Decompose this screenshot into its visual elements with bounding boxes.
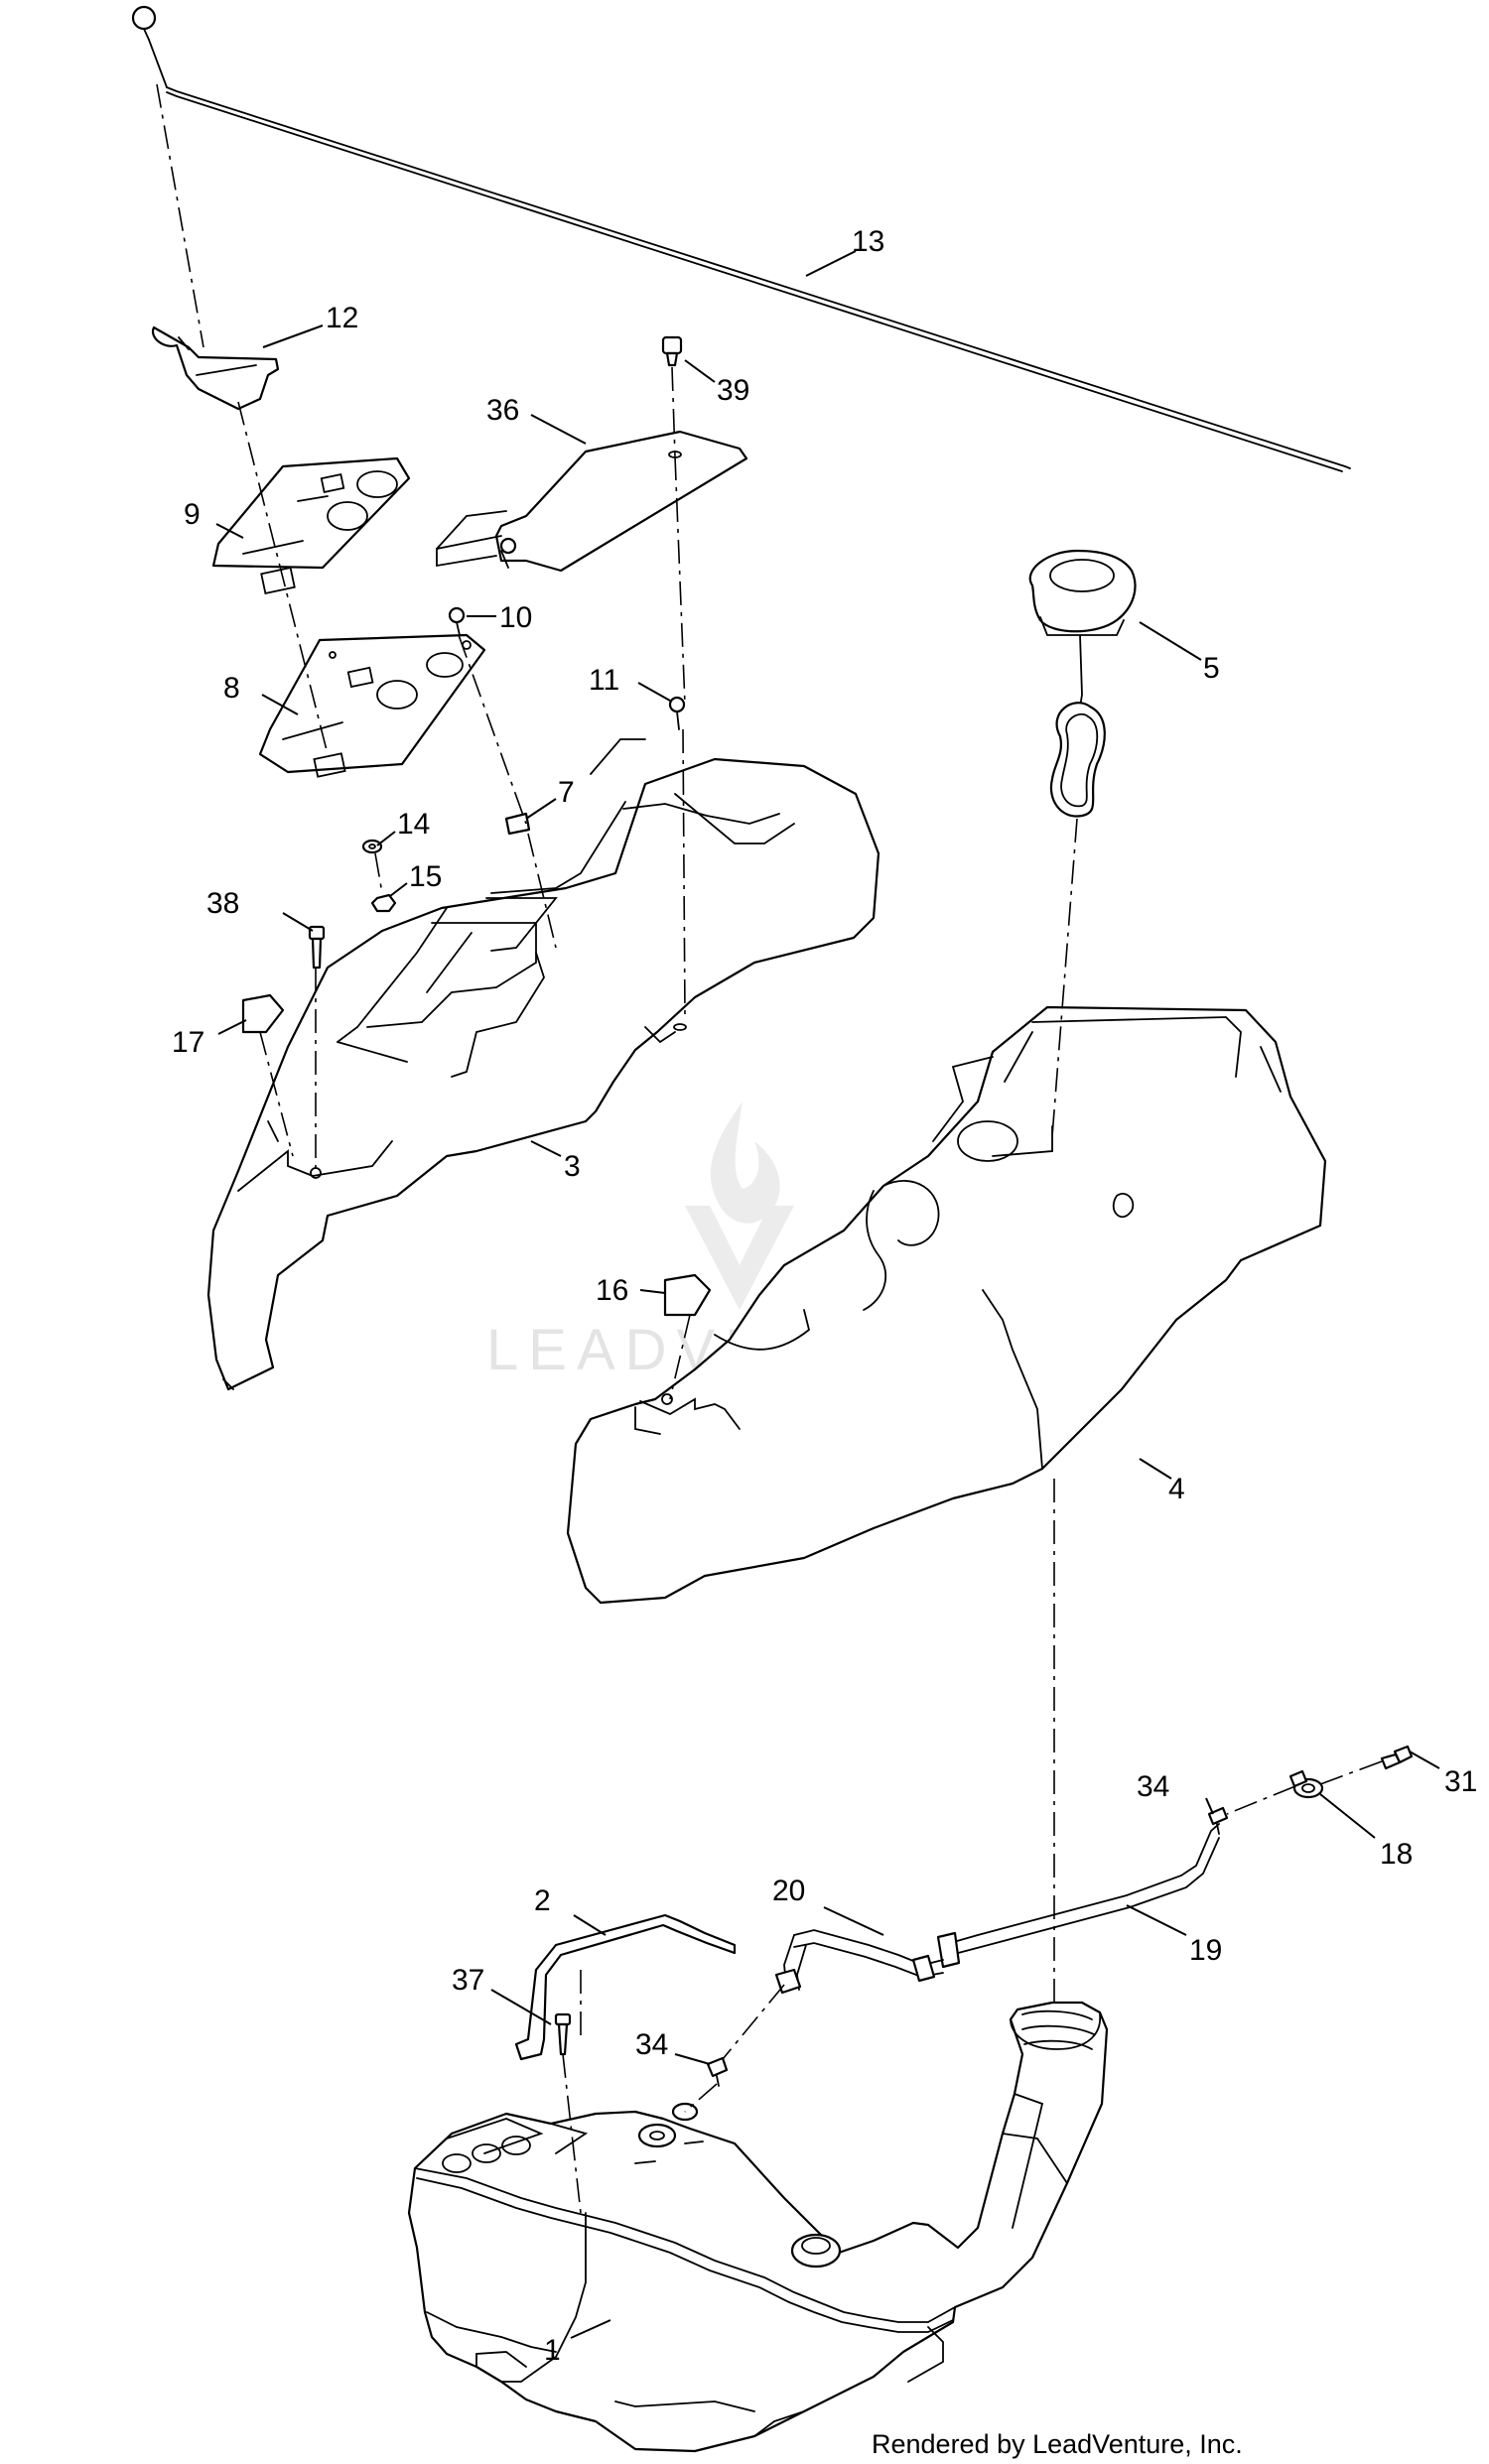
leader-lines — [215, 250, 1440, 2339]
callout-36: 36 — [486, 394, 519, 427]
part-38-bolt — [308, 925, 326, 970]
part-14-washer — [361, 839, 383, 854]
part-36-cover — [436, 430, 748, 573]
part-2-bracket — [514, 1913, 737, 2061]
callout-14: 14 — [397, 808, 430, 841]
callout-5: 5 — [1203, 652, 1220, 685]
part-37-bolt — [554, 2012, 572, 2056]
callout-20: 20 — [772, 1875, 805, 1907]
callout-31: 31 — [1444, 1765, 1477, 1798]
callout-39: 39 — [717, 374, 749, 407]
callout-7: 7 — [558, 776, 575, 809]
part-12-lever — [151, 325, 280, 411]
callout-18: 18 — [1380, 1838, 1413, 1871]
part-10-screw — [448, 606, 466, 636]
callout-4: 4 — [1168, 1473, 1185, 1505]
part-39-bolt — [661, 335, 683, 367]
part-17-cap — [241, 993, 285, 1034]
part-13-dipstick-rod — [131, 5, 1351, 472]
callout-19: 19 — [1189, 1934, 1222, 1967]
callout-34-lower: 34 — [635, 2028, 668, 2061]
callout-11: 11 — [589, 664, 619, 697]
part-16-cap — [663, 1273, 712, 1317]
part-5-fuel-cap — [1028, 549, 1137, 818]
callout-labels: 13 12 9 36 39 10 8 11 7 14 15 38 17 3 5 … — [172, 225, 1477, 2367]
callout-38: 38 — [206, 887, 239, 920]
part-20-vent-hose — [774, 1929, 944, 1995]
callout-12: 12 — [326, 302, 358, 334]
render-credit: Rendered by LeadVenture, Inc. — [872, 2429, 1243, 2459]
callout-8: 8 — [223, 672, 240, 705]
part-11-screw — [668, 696, 686, 730]
callout-13: 13 — [852, 225, 884, 258]
callout-15: 15 — [409, 860, 442, 893]
part-1-fuel-tank — [407, 2001, 1109, 2453]
callout-34-upper: 34 — [1137, 1770, 1169, 1803]
part-19-fuel-line — [936, 1823, 1220, 1969]
part-15-nut — [370, 893, 397, 913]
callout-37: 37 — [452, 1964, 484, 1997]
callout-9: 9 — [184, 498, 201, 531]
part-18-clamp — [1288, 1769, 1324, 1799]
part-4-shroud — [566, 1005, 1327, 1605]
callout-1: 1 — [544, 2334, 561, 2367]
callout-2: 2 — [534, 1884, 551, 1917]
part-7-clip — [504, 812, 531, 836]
part-9-decal — [211, 456, 411, 594]
callout-17: 17 — [172, 1026, 204, 1059]
part-8-control-plate — [258, 633, 486, 778]
assembly-lines — [156, 83, 1383, 2214]
callout-10: 10 — [499, 601, 532, 634]
part-34-clip-lower — [706, 2056, 729, 2087]
callout-3: 3 — [564, 1150, 581, 1183]
callout-16: 16 — [596, 1274, 628, 1307]
part-3-console — [206, 738, 880, 1391]
part-31-screw — [1380, 1745, 1414, 1770]
